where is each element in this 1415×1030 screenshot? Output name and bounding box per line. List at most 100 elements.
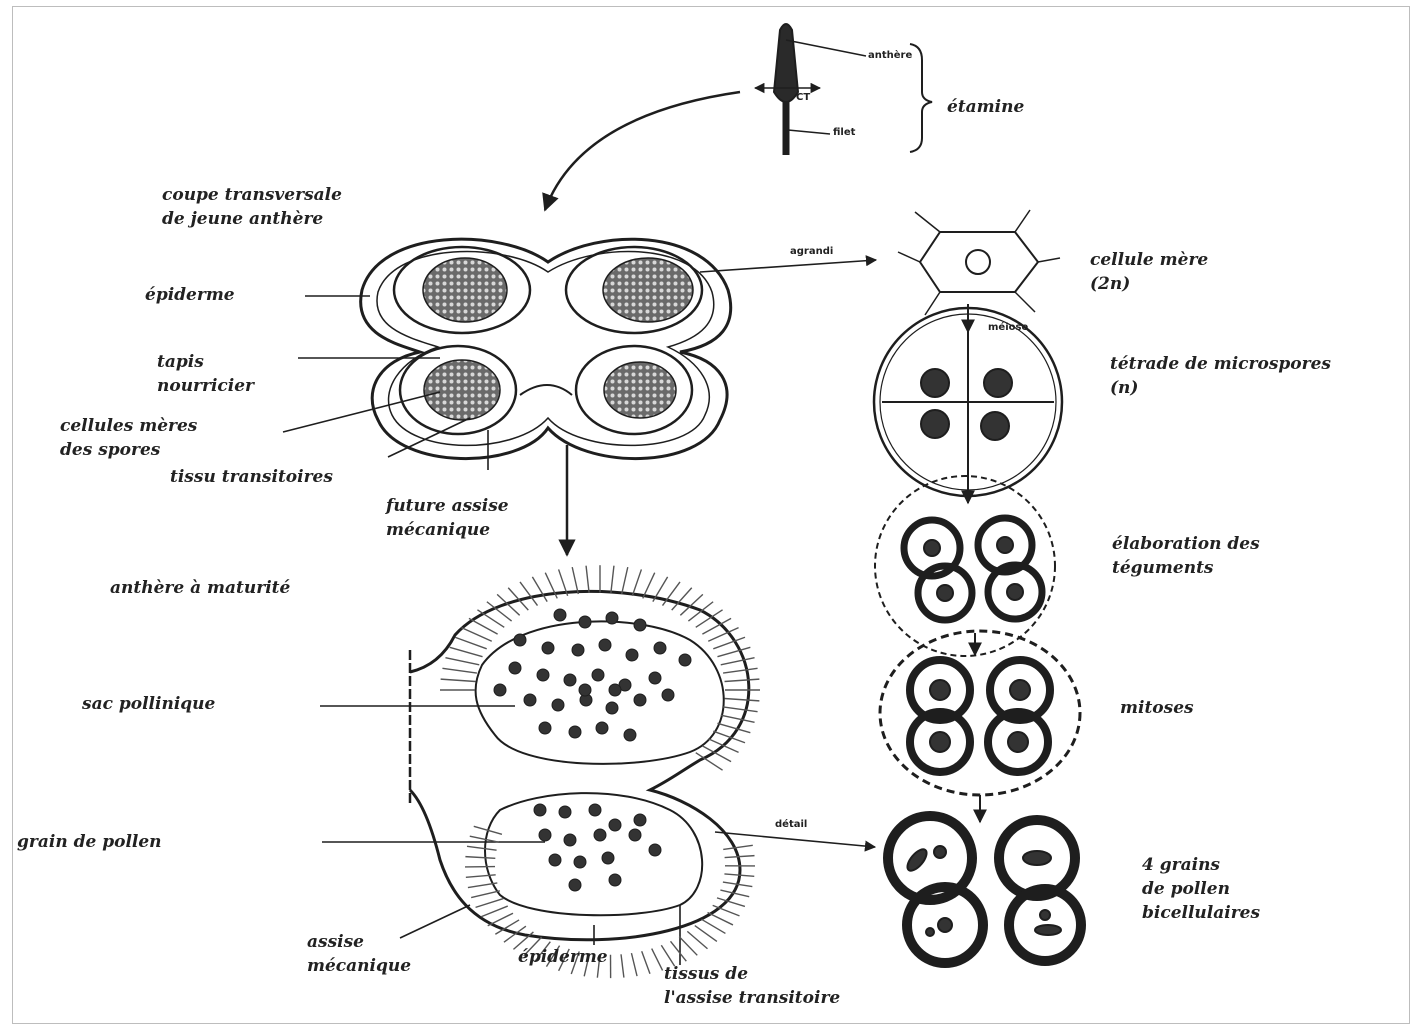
sac-grain — [609, 819, 621, 831]
sac-grain — [624, 729, 636, 741]
wall-cell-line — [461, 628, 491, 642]
sac-grain — [579, 616, 591, 628]
sac-grain — [592, 669, 604, 681]
sac-grain — [542, 642, 554, 654]
label-etamine: étamine — [947, 95, 1024, 119]
label-tapis-nourricier: tapis nourricier — [157, 350, 254, 398]
sac-grain — [539, 722, 551, 734]
sac-grain — [679, 654, 691, 666]
wall-cell-line — [445, 658, 479, 665]
sac-grain — [572, 644, 584, 656]
wall-cell-line — [717, 647, 750, 656]
sac-grain — [609, 684, 621, 696]
sac-grain — [662, 689, 674, 701]
sac-grain — [549, 854, 561, 866]
wall-cell-line — [713, 637, 745, 649]
sac-grain — [509, 662, 521, 674]
label-grain-pollen: grain de pollen — [17, 830, 162, 854]
wall-cell-line — [481, 906, 508, 917]
sac-grain — [634, 814, 646, 826]
wall-cell-line — [725, 679, 760, 681]
sac-grain — [634, 619, 646, 631]
label-assise-mecanique: assise mécanique — [307, 930, 411, 978]
sac-grain — [554, 609, 566, 621]
label-tissus-assise: tissus de l'assise transitoire — [664, 962, 840, 1010]
sac-grain — [552, 699, 564, 711]
sac-grain — [539, 829, 551, 841]
label-cellules-meres: cellules mères des spores — [60, 414, 197, 462]
label-ct: CT — [796, 92, 810, 103]
wall-cell-line — [702, 919, 726, 933]
wall-cell-line — [621, 954, 624, 977]
sac-grain — [589, 804, 601, 816]
young-anther-leaders — [283, 260, 876, 470]
sac-grain — [514, 634, 526, 646]
sac-grain — [649, 844, 661, 856]
wall-cell-line — [476, 899, 504, 908]
sac-grain — [574, 856, 586, 868]
label-coupe-transversale: coupe transversale de jeune anthère — [162, 183, 342, 231]
sac-grain — [634, 694, 646, 706]
wall-cell-line — [642, 951, 650, 973]
sac-grain — [537, 669, 549, 681]
sac-grain — [534, 804, 546, 816]
sac-grain — [606, 702, 618, 714]
label-tissu-transitoire: tissu transitoires — [170, 465, 333, 489]
sac-grain — [494, 684, 506, 696]
wall-cell-line — [631, 953, 637, 976]
label-mitoses: mitoses — [1120, 696, 1194, 720]
label-grains-final: 4 grains de pollen bicellulaires — [1142, 853, 1260, 925]
wall-cell-line — [442, 668, 476, 673]
sac-grain — [649, 672, 661, 684]
wall-cell-line — [488, 913, 513, 926]
sac-grain — [594, 829, 606, 841]
label-future-assise: future assise mécanique — [386, 494, 509, 542]
wall-cell-line — [725, 698, 760, 700]
wall-cell-line — [687, 931, 707, 948]
wall-cell-line — [622, 567, 628, 594]
wall-cell-line — [652, 949, 663, 971]
label-agrandi: agrandi — [790, 246, 833, 257]
label-meiose: méiose — [988, 322, 1028, 333]
wall-cell-line — [679, 937, 697, 956]
sac-grain — [609, 874, 621, 886]
sac-grain — [569, 879, 581, 891]
wall-cell-line — [695, 926, 717, 942]
label-anthere-small: anthère — [868, 50, 912, 61]
wall-cell-line — [520, 582, 538, 606]
wall-cell-line — [572, 567, 578, 594]
sac-grain — [626, 649, 638, 661]
wall-cell-line — [465, 857, 495, 859]
label-elaboration: élaboration des téguments — [1112, 532, 1260, 580]
label-anthere-maturite: anthère à maturité — [110, 576, 290, 600]
mother-cell — [898, 210, 1060, 315]
wall-cell-line — [723, 845, 753, 849]
sac-grain — [599, 639, 611, 651]
wall-cell-line — [721, 658, 755, 665]
sac-grain — [564, 834, 576, 846]
wall-cell-line — [632, 569, 641, 595]
wall-cell-line — [717, 723, 750, 732]
wall-cell-line — [708, 739, 738, 753]
sac-grain — [569, 726, 581, 738]
label-epiderme-top: épiderme — [145, 283, 235, 307]
wall-cell-line — [643, 573, 655, 599]
label-cellule-mere: cellule mère (2n) — [1090, 248, 1208, 296]
wall-cell-line — [723, 707, 757, 712]
label-epiderme-bottom: épiderme — [518, 945, 608, 969]
mitoses-stage — [880, 631, 1080, 795]
curved-arrow — [545, 92, 740, 210]
wall-cell-line — [586, 566, 589, 593]
sac-grain — [524, 694, 536, 706]
wall-cell-line — [723, 668, 757, 673]
sac-grain — [579, 684, 591, 696]
wall-cell-line — [466, 875, 496, 878]
wall-cell-line — [721, 715, 755, 722]
sac-grain — [602, 852, 614, 864]
sac-pollen-grains — [494, 609, 691, 891]
sac-grain — [606, 612, 618, 624]
wall-cell-line — [467, 846, 497, 850]
wall-cell-line — [441, 679, 476, 681]
sac-grain — [596, 722, 608, 734]
young-anther-section — [361, 239, 731, 458]
